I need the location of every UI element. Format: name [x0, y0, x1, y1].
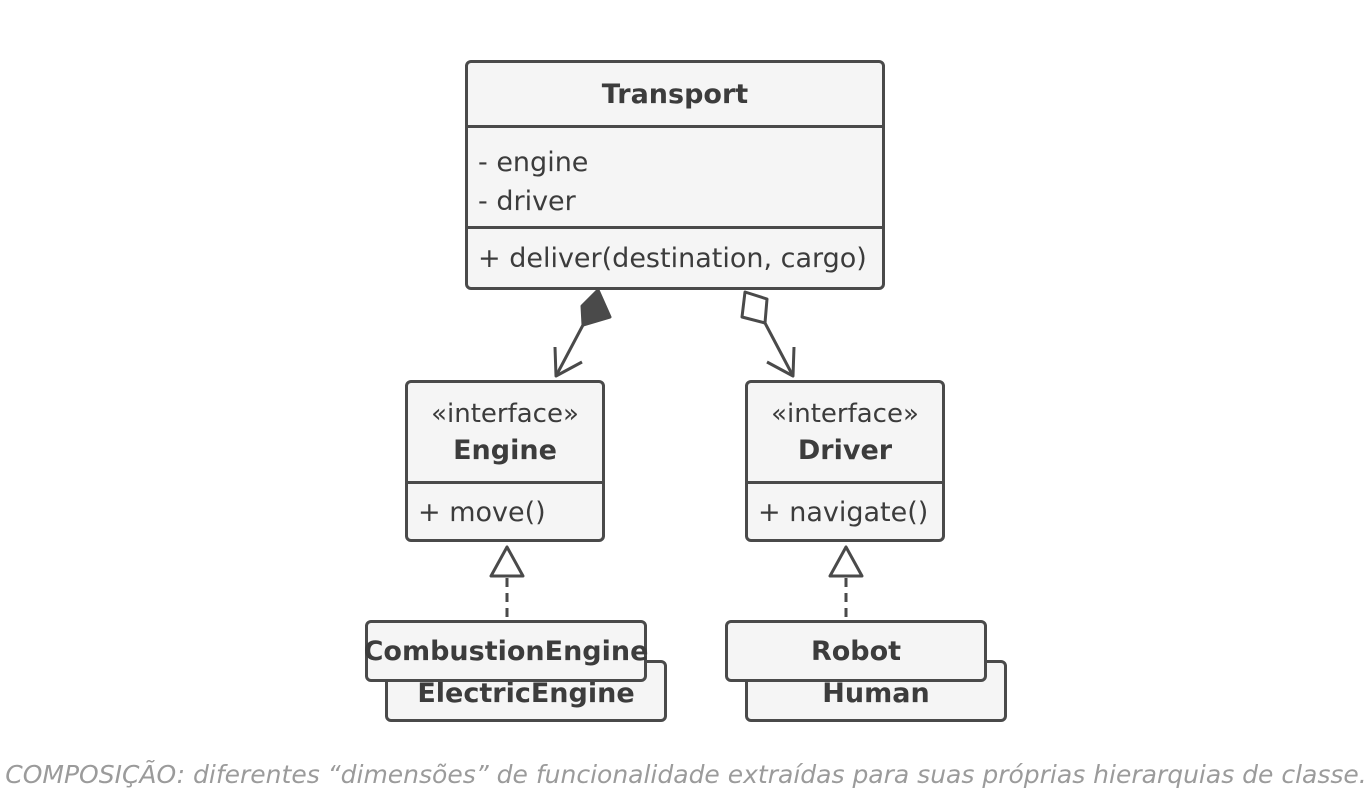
driver-method-navigate: + navigate() [758, 497, 929, 528]
transport-field-driver: - driver [478, 186, 576, 217]
arrowhead-icon [766, 346, 796, 378]
transport-name-section: Transport [468, 63, 882, 128]
realization-connector-driver [828, 545, 864, 618]
composition-connector [553, 288, 612, 378]
transport-fields-section: - engine - driver [468, 128, 882, 229]
transport-class: Transport - engine - driver + deliver(de… [465, 60, 885, 290]
transport-methods-section: + deliver(destination, cargo) [468, 229, 882, 287]
driver-name-section: «interface» Driver [748, 383, 942, 484]
driver-interface-name: Driver [797, 435, 893, 466]
aggregation-connector [740, 290, 796, 378]
engine-method-move: + move() [418, 497, 546, 528]
transport-field-engine: - engine [478, 147, 589, 178]
realization-triangle-icon [489, 545, 525, 578]
engine-interface-name: Engine [453, 435, 557, 466]
robot-class: Robot [725, 620, 987, 682]
realization-connector-engine [489, 545, 525, 618]
driver-stereotype: «interface» [771, 399, 919, 429]
transport-class-name: Transport [601, 78, 749, 110]
engine-methods-section: + move() [408, 484, 602, 539]
combustion-engine-class: CombustionEngine [364, 620, 648, 682]
composition-diamond-icon [580, 288, 612, 327]
arrowhead-icon [553, 346, 583, 378]
transport-method-deliver: + deliver(destination, cargo) [478, 242, 867, 274]
diagram-caption: COMPOSIÇÃO: diferentes “dimensões” de fu… [5, 760, 1367, 789]
engine-interface: «interface» Engine + move() [405, 380, 605, 542]
aggregation-diamond-icon [740, 290, 769, 325]
driver-methods-section: + navigate() [748, 484, 942, 539]
engine-stereotype: «interface» [431, 399, 579, 429]
realization-triangle-icon [828, 545, 864, 578]
driver-interface: «interface» Driver + navigate() [745, 380, 945, 542]
engine-name-section: «interface» Engine [408, 383, 602, 484]
